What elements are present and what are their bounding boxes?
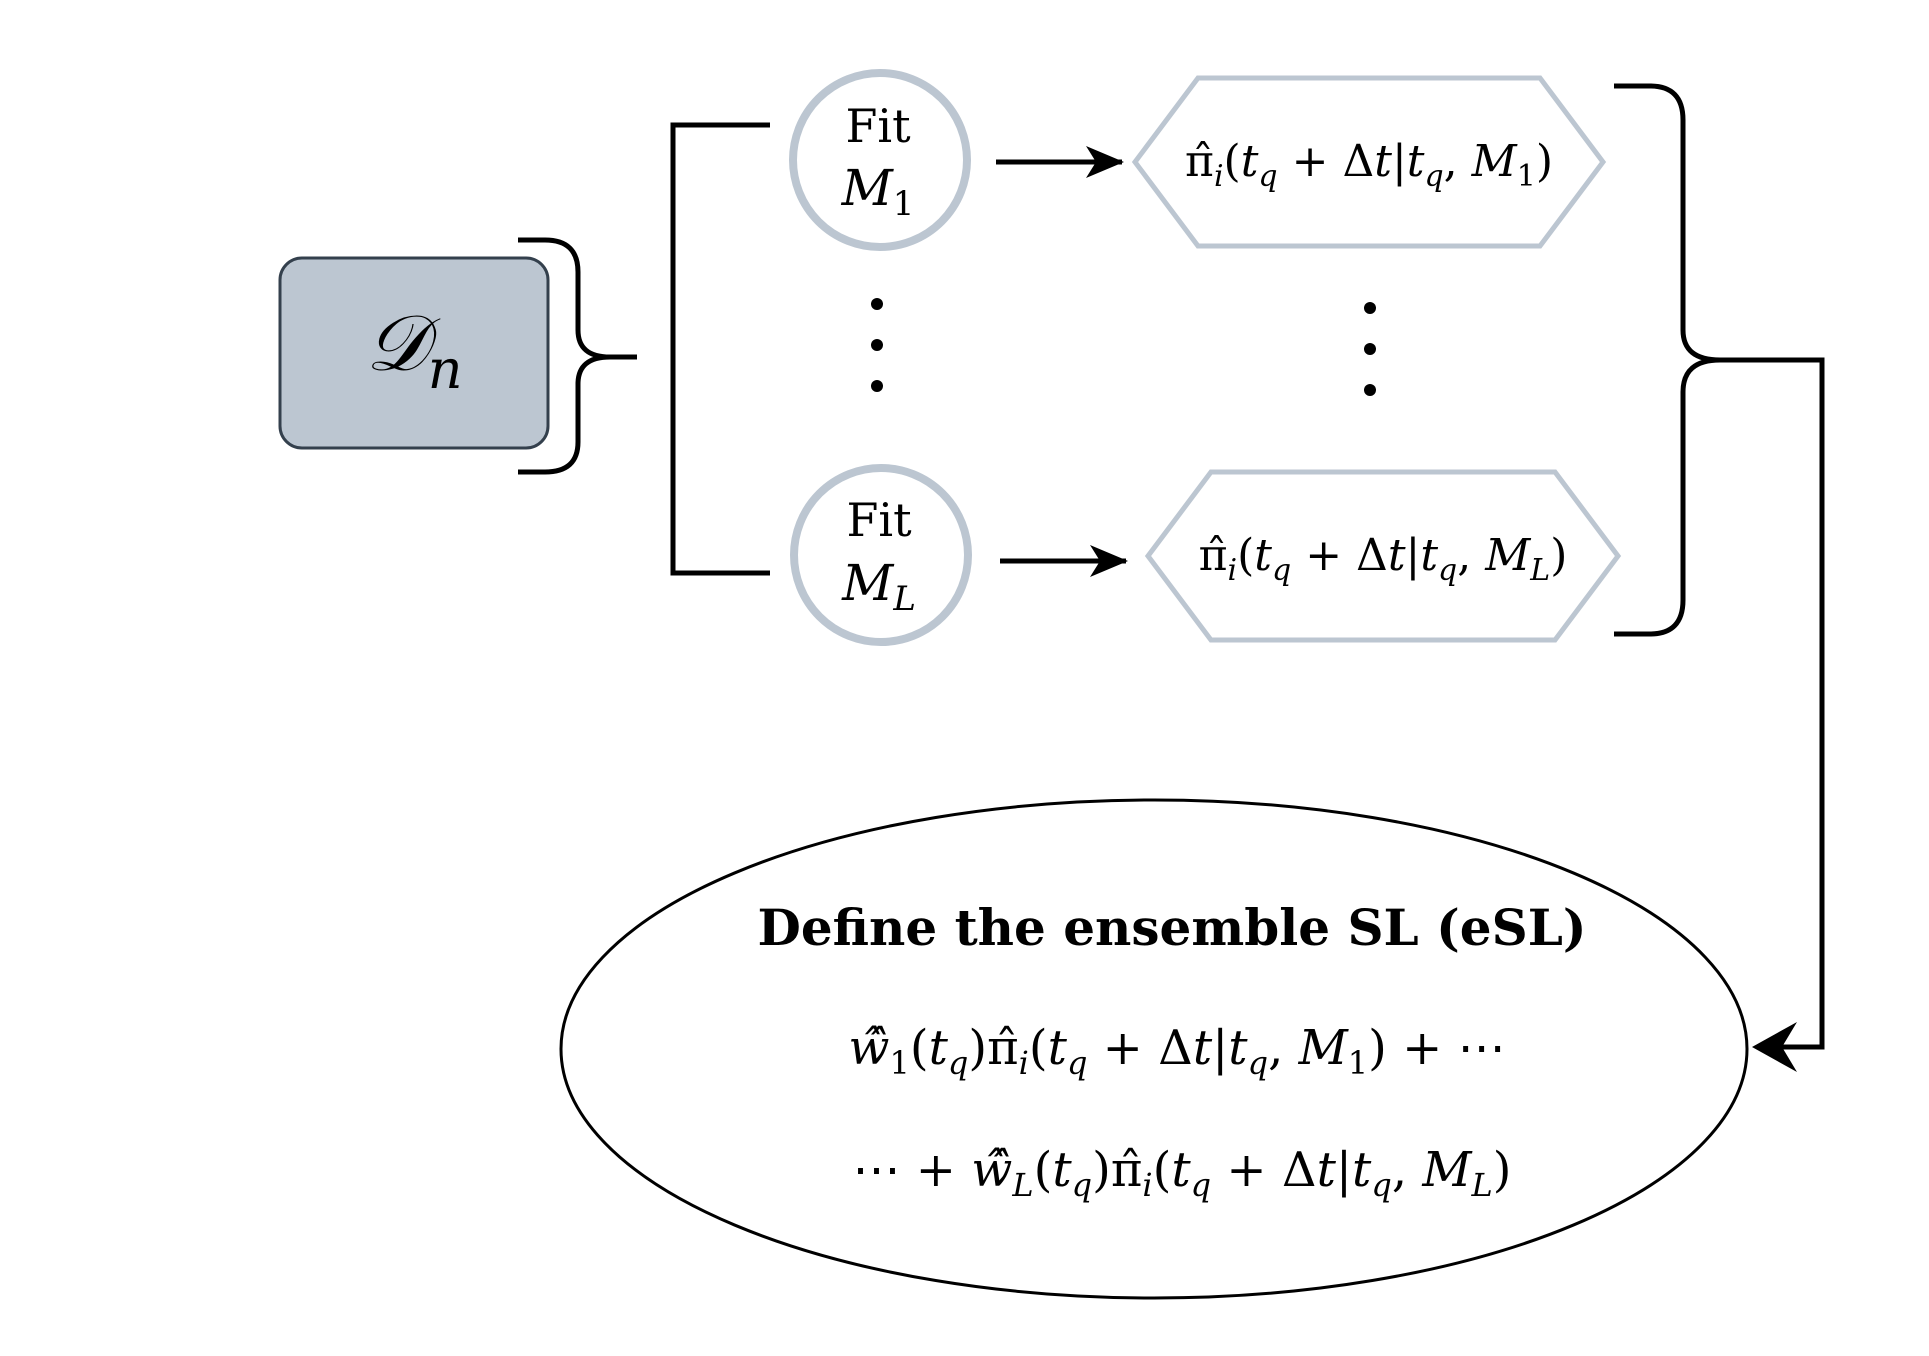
connector-arrowhead	[1752, 1022, 1797, 1072]
prediction-formula-L: π̂i(tq + Δt|tq, ML)	[1199, 530, 1568, 588]
dataset-box	[278, 256, 550, 450]
prediction-node-1: π̂i(tq + Δt|tq, M1)	[1131, 75, 1607, 249]
fit-circle-L	[790, 464, 972, 646]
fit-label-L: Fit	[846, 493, 912, 547]
fit-circle-1	[789, 69, 971, 251]
fit-node-1: Fit M1	[789, 69, 971, 251]
fit-model-1: M1	[841, 159, 915, 224]
ensemble-title: Define the ensemble SL (eSL)	[757, 898, 1586, 957]
connector-line	[1720, 357, 1825, 1050]
prediction-hexagon-L	[1144, 469, 1622, 643]
vertical-ellipsis-left	[871, 298, 883, 392]
ensemble-ellipse	[559, 798, 1749, 1300]
prediction-formula-1: π̂i(tq + Δt|tq, M1)	[1185, 136, 1553, 194]
fit-model-L: ML	[841, 554, 916, 619]
fit-label-1: Fit	[845, 99, 911, 153]
prediction-hexagon-1	[1131, 75, 1607, 249]
ensemble-formula-line1: ŵ̂1(tq)π̂i(tq + Δt|tq, M1) + ⋯	[848, 1020, 1505, 1082]
ensemble-node: Define the ensemble SL (eSL) ŵ̂1(tq)π̂i(…	[559, 798, 1749, 1300]
fit-node-L: Fit ML	[790, 464, 972, 646]
ensemble-formula-line2: ⋯ + ŵ̂L(tq)π̂i(tq + Δt|tq, ML)	[853, 1142, 1512, 1204]
prediction-node-L: π̂i(tq + Δt|tq, ML)	[1144, 469, 1622, 643]
dataset-brace	[518, 237, 637, 475]
models-bracket	[670, 122, 770, 576]
vertical-ellipsis-right	[1364, 302, 1376, 396]
dataset-node: 𝒟n	[278, 256, 550, 450]
predictions-brace	[1614, 83, 1721, 637]
